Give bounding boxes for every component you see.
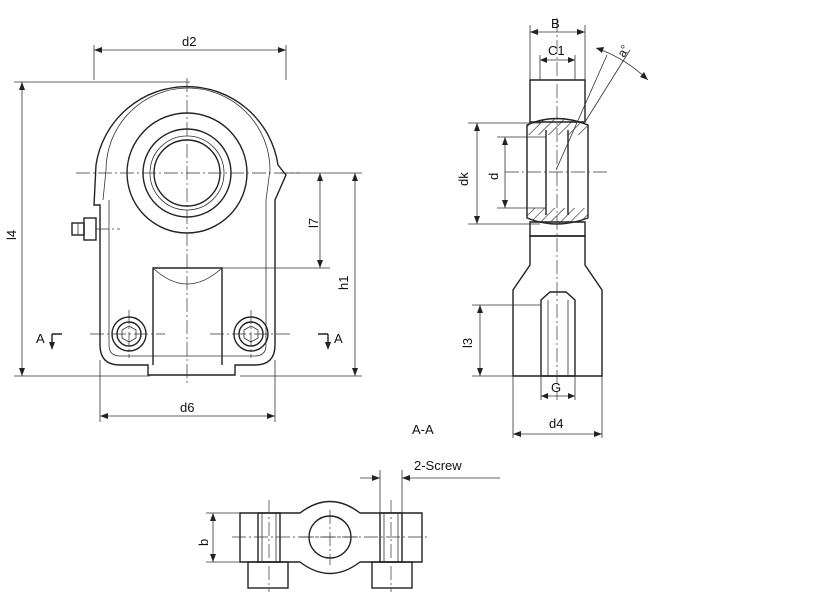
label-d4: d4 <box>549 416 563 431</box>
label-G: G <box>551 380 561 395</box>
label-screw: 2-Screw <box>414 458 462 473</box>
label-A-right: A <box>334 331 343 346</box>
side-section-view: a° B C1 dk d l3 <box>456 16 649 438</box>
label-A-left: A <box>36 331 45 346</box>
label-l4: l4 <box>4 230 19 240</box>
label-d2: d2 <box>182 34 196 49</box>
grease-nipple <box>71 217 97 241</box>
bottom-section-view: b 2-Screw <box>196 458 500 592</box>
label-d: d <box>486 173 501 180</box>
front-view: d2 l4 l7 h1 d6 A A <box>4 34 362 422</box>
label-C1: C1 <box>548 43 565 58</box>
label-l7: l7 <box>306 218 321 228</box>
label-l3: l3 <box>460 338 475 348</box>
label-b: b <box>196 539 211 546</box>
label-dk: dk <box>456 172 471 186</box>
label-B: B <box>551 16 560 31</box>
label-d6: d6 <box>180 400 194 415</box>
section-title: A-A <box>412 422 434 437</box>
label-h1: h1 <box>336 276 351 290</box>
